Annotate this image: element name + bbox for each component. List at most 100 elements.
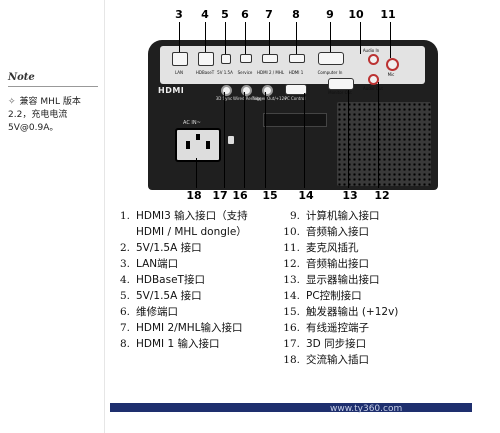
leader-4: [205, 22, 206, 52]
legend-item-text: 5V/1.5A 接口: [136, 242, 202, 254]
kensington-lock-icon: [228, 136, 234, 144]
vga-out-port: [328, 78, 354, 90]
callout-6: 6: [241, 8, 249, 21]
legend-item-text: 触发器输出 (+12v): [306, 306, 399, 318]
legend-item: 18.交流输入插口: [278, 352, 448, 368]
wired-remote-port: [241, 85, 252, 96]
legend-item: 7.HDMI 2/MHL输入接口: [108, 320, 273, 336]
audio-out-jack: [368, 74, 379, 85]
legend-item-number: 3.: [119, 258, 130, 270]
legend-column-left: 1. HDMI3 输入接口（支持 HDMI / MHL dongle） 2. 5V/1…: [108, 208, 273, 352]
legend-item-text: 有线遥控端子: [306, 322, 369, 334]
3d-sync-port-label: 3D Sync: [215, 96, 233, 101]
vga-in-port: [318, 52, 344, 65]
leader-17: [224, 92, 225, 188]
legend-item-text: HDBaseT接口: [136, 274, 205, 286]
legend-item-number: 12.: [283, 258, 300, 270]
port-legend: 1. HDMI3 输入接口（支持 HDMI / MHL dongle） 2. 5V/1…: [108, 208, 448, 400]
trigger-port-label: Trigger Out/+12v: [252, 96, 287, 101]
leader-6: [245, 22, 246, 54]
legend-item: 13.显示器输出接口: [278, 272, 448, 288]
legend-item-number: 7.: [119, 322, 130, 334]
service-port: [240, 54, 252, 63]
legend-item-text: 音频输入接口: [306, 226, 369, 238]
callout-11: 11: [380, 8, 396, 21]
usb-power-port: [221, 54, 231, 64]
legend-item-number: 2.: [119, 242, 130, 254]
leader-10: [360, 22, 361, 54]
leader-16: [244, 92, 245, 188]
callout-15: 15: [262, 189, 278, 202]
column-divider: [104, 0, 105, 433]
rs232-port-label: PC Control: [284, 96, 306, 101]
legend-item-number: 13.: [283, 274, 300, 286]
legend-item-text: HDMI3 输入接口（支持 HDMI / MHL dongle）: [136, 210, 248, 238]
note-text: ✧兼容 MHL 版本 2.2，充电电流 5V@0.9A。: [8, 96, 100, 135]
legend-item: 10. 音频输入接口: [278, 224, 448, 240]
legend-item-number: 1.: [119, 210, 130, 222]
vga-out-port-label: Monitor Out: [328, 90, 352, 95]
hdbaset-port-label: HDBaseT: [195, 70, 215, 75]
legend-item-text: PC控制接口: [306, 290, 362, 302]
note-title: Note: [8, 72, 35, 83]
leader-5: [225, 22, 226, 54]
legend-item: 17.3D 同步接口: [278, 336, 448, 352]
lan-port-label: LAN: [174, 70, 184, 75]
legend-item-text: 麦克风插孔: [306, 242, 359, 254]
legend-item: 16.有线遥控端子: [278, 320, 448, 336]
leader-11: [390, 22, 391, 58]
leader-13: [348, 90, 349, 188]
hdmi1-port-label: HDMI 1: [288, 70, 304, 75]
vga-in-port-label: Computer In: [317, 70, 343, 75]
leader-14: [304, 93, 305, 188]
legend-item-text: 维修端口: [136, 306, 178, 318]
legend-item: 14.PC控制接口: [278, 288, 448, 304]
callout-4: 4: [201, 8, 209, 21]
ac-pin-ground: [196, 134, 200, 140]
usb-power-port-label: 5V 1.5A: [217, 70, 233, 75]
ac-pin-left: [186, 141, 190, 149]
legend-item-number: 10.: [283, 226, 300, 238]
legend-item-text: 3D 同步接口: [306, 338, 367, 350]
legend-item: 6. 维修端口: [108, 304, 273, 320]
leader-12: [378, 82, 379, 188]
note-body: 兼容 MHL 版本 2.2，充电电流 5V@0.9A。: [8, 97, 81, 133]
page-footer-bar: [110, 403, 472, 412]
diamond-bullet-icon: ✧: [8, 97, 16, 107]
legend-item: 8.HDMI 1 输入接口: [108, 336, 273, 352]
hdmi-logo: HDMI: [158, 86, 185, 95]
callout-10: 10: [348, 8, 364, 21]
legend-item: 4. HDBaseT接口: [108, 272, 273, 288]
filter-slot: [263, 113, 327, 127]
legend-item: 11.麦克风插孔: [278, 240, 448, 256]
audio-out-jack-label: Audio Out: [363, 86, 383, 91]
ac-in-label: AC IN~: [183, 120, 201, 126]
legend-item-number: 4.: [119, 274, 130, 286]
callout-13: 13: [342, 189, 358, 202]
wired-remote-port-label: Wired Remote: [233, 96, 262, 101]
ac-pin-right: [206, 141, 210, 149]
callout-8: 8: [292, 8, 300, 21]
hdmi2-port: [262, 54, 278, 63]
legend-item-number: 15.: [283, 306, 300, 318]
leader-7: [269, 22, 270, 54]
mic-jack: [386, 58, 399, 71]
callout-16: 16: [232, 189, 248, 202]
3d-sync-port: [221, 85, 232, 96]
leader-18: [196, 158, 197, 188]
callout-14: 14: [298, 189, 314, 202]
legend-item: 5.5V/1.5A 接口: [108, 288, 273, 304]
audio-in-jack: [368, 54, 379, 65]
legend-item: 15. 触发器输出 (+12v): [278, 304, 448, 320]
legend-item-number: 9.: [289, 210, 300, 222]
legend-item: 1. HDMI3 输入接口（支持 HDMI / MHL dongle）: [108, 208, 273, 240]
hdbaset-port: [198, 52, 214, 66]
mic-jack-label: Mic: [387, 72, 395, 77]
callout-3: 3: [175, 8, 183, 21]
legend-item-number: 6.: [119, 306, 130, 318]
legend-item: 12. 音频输出接口: [278, 256, 448, 272]
legend-item-text: HDMI 1 输入接口: [136, 338, 220, 350]
callout-7: 7: [265, 8, 273, 21]
legend-item-text: 音频输出接口: [306, 258, 369, 270]
